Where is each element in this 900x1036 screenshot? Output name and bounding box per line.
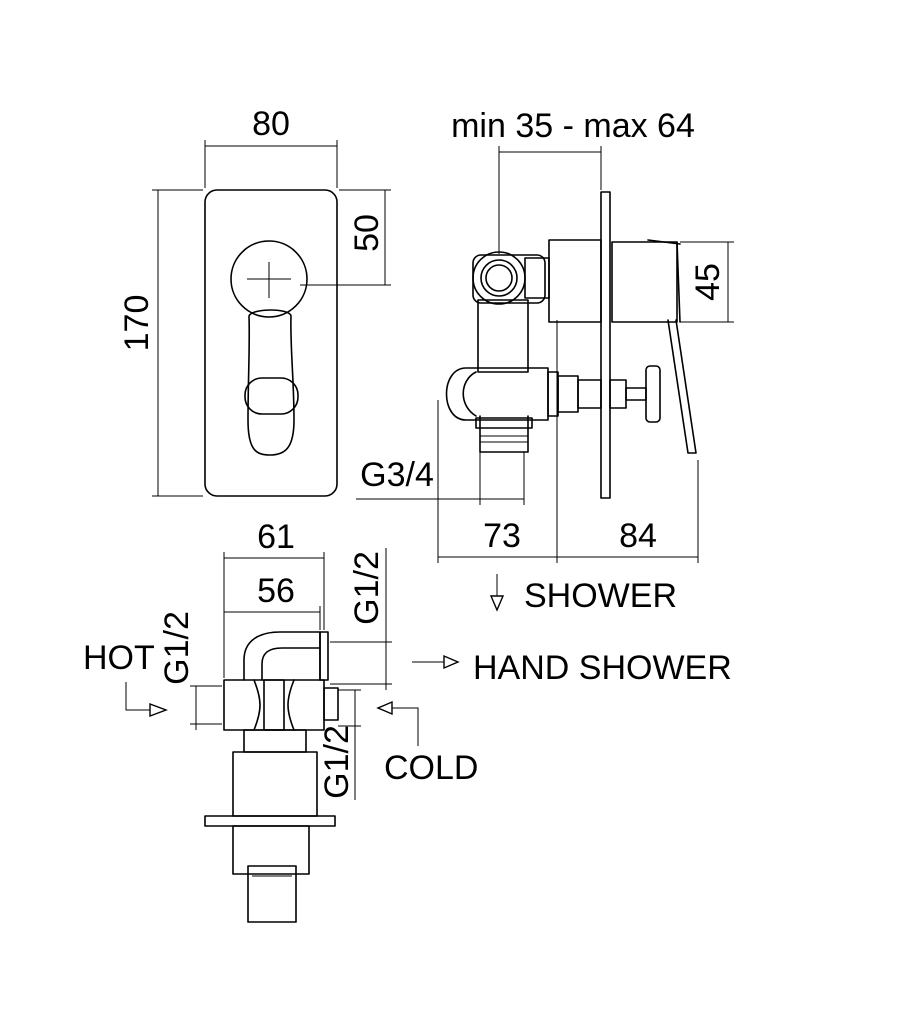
dim-width: 80 bbox=[252, 105, 290, 143]
label-cold: COLD bbox=[384, 749, 478, 787]
front-view: 80 170 50 bbox=[118, 105, 391, 497]
dim-depth-range: min 35 - max 64 bbox=[451, 107, 695, 145]
dim-handle-height: 45 bbox=[689, 263, 727, 301]
wall-plate bbox=[600, 191, 611, 499]
lever-base bbox=[244, 377, 299, 415]
dim-height: 170 bbox=[118, 295, 156, 352]
dim-body-depth: 73 bbox=[483, 517, 521, 555]
hand-shower-elbow bbox=[243, 631, 321, 681]
bottom-view: 61 56 G1/2 G1/2 G1/2 HOT HAND SHOWER bbox=[83, 518, 732, 923]
outlet-nozzle bbox=[479, 415, 529, 453]
shower-arrow-icon bbox=[489, 574, 505, 612]
label-hand-shower: HAND SHOWER bbox=[473, 649, 732, 687]
hot-arrow-icon bbox=[125, 682, 168, 718]
hand-shower-arrow-icon bbox=[412, 654, 460, 670]
dim-cold-thread: G1/2 bbox=[318, 725, 356, 799]
diverter-body bbox=[445, 367, 549, 421]
dim-handle-offset: 50 bbox=[348, 214, 386, 252]
diverter-knob bbox=[645, 365, 661, 423]
dim-outlet-thread: G3/4 bbox=[360, 456, 434, 494]
dim-hot-thread: G1/2 bbox=[158, 611, 196, 685]
label-hot: HOT bbox=[83, 639, 155, 677]
wall-flange bbox=[204, 815, 336, 827]
side-lever bbox=[667, 319, 697, 454]
spindle bbox=[247, 865, 297, 923]
cartridge-body bbox=[232, 751, 318, 817]
valve-body bbox=[548, 239, 602, 323]
mixer-body bbox=[223, 679, 325, 731]
cover-plate bbox=[204, 189, 338, 497]
lever-handle bbox=[247, 309, 295, 456]
side-view: min 35 - max 64 45 G3/4 73 84 SHOWER bbox=[356, 107, 734, 615]
label-shower: SHOWER bbox=[524, 577, 677, 615]
cold-arrow-icon bbox=[376, 700, 419, 746]
dim-protrusion: 84 bbox=[619, 517, 657, 555]
dim-inner-width: 56 bbox=[257, 572, 295, 610]
riser-pipe bbox=[477, 299, 529, 373]
handle-knob bbox=[230, 240, 308, 318]
dim-outer-width: 61 bbox=[257, 518, 295, 556]
dim-hand-shower-thread: G1/2 bbox=[348, 551, 386, 625]
